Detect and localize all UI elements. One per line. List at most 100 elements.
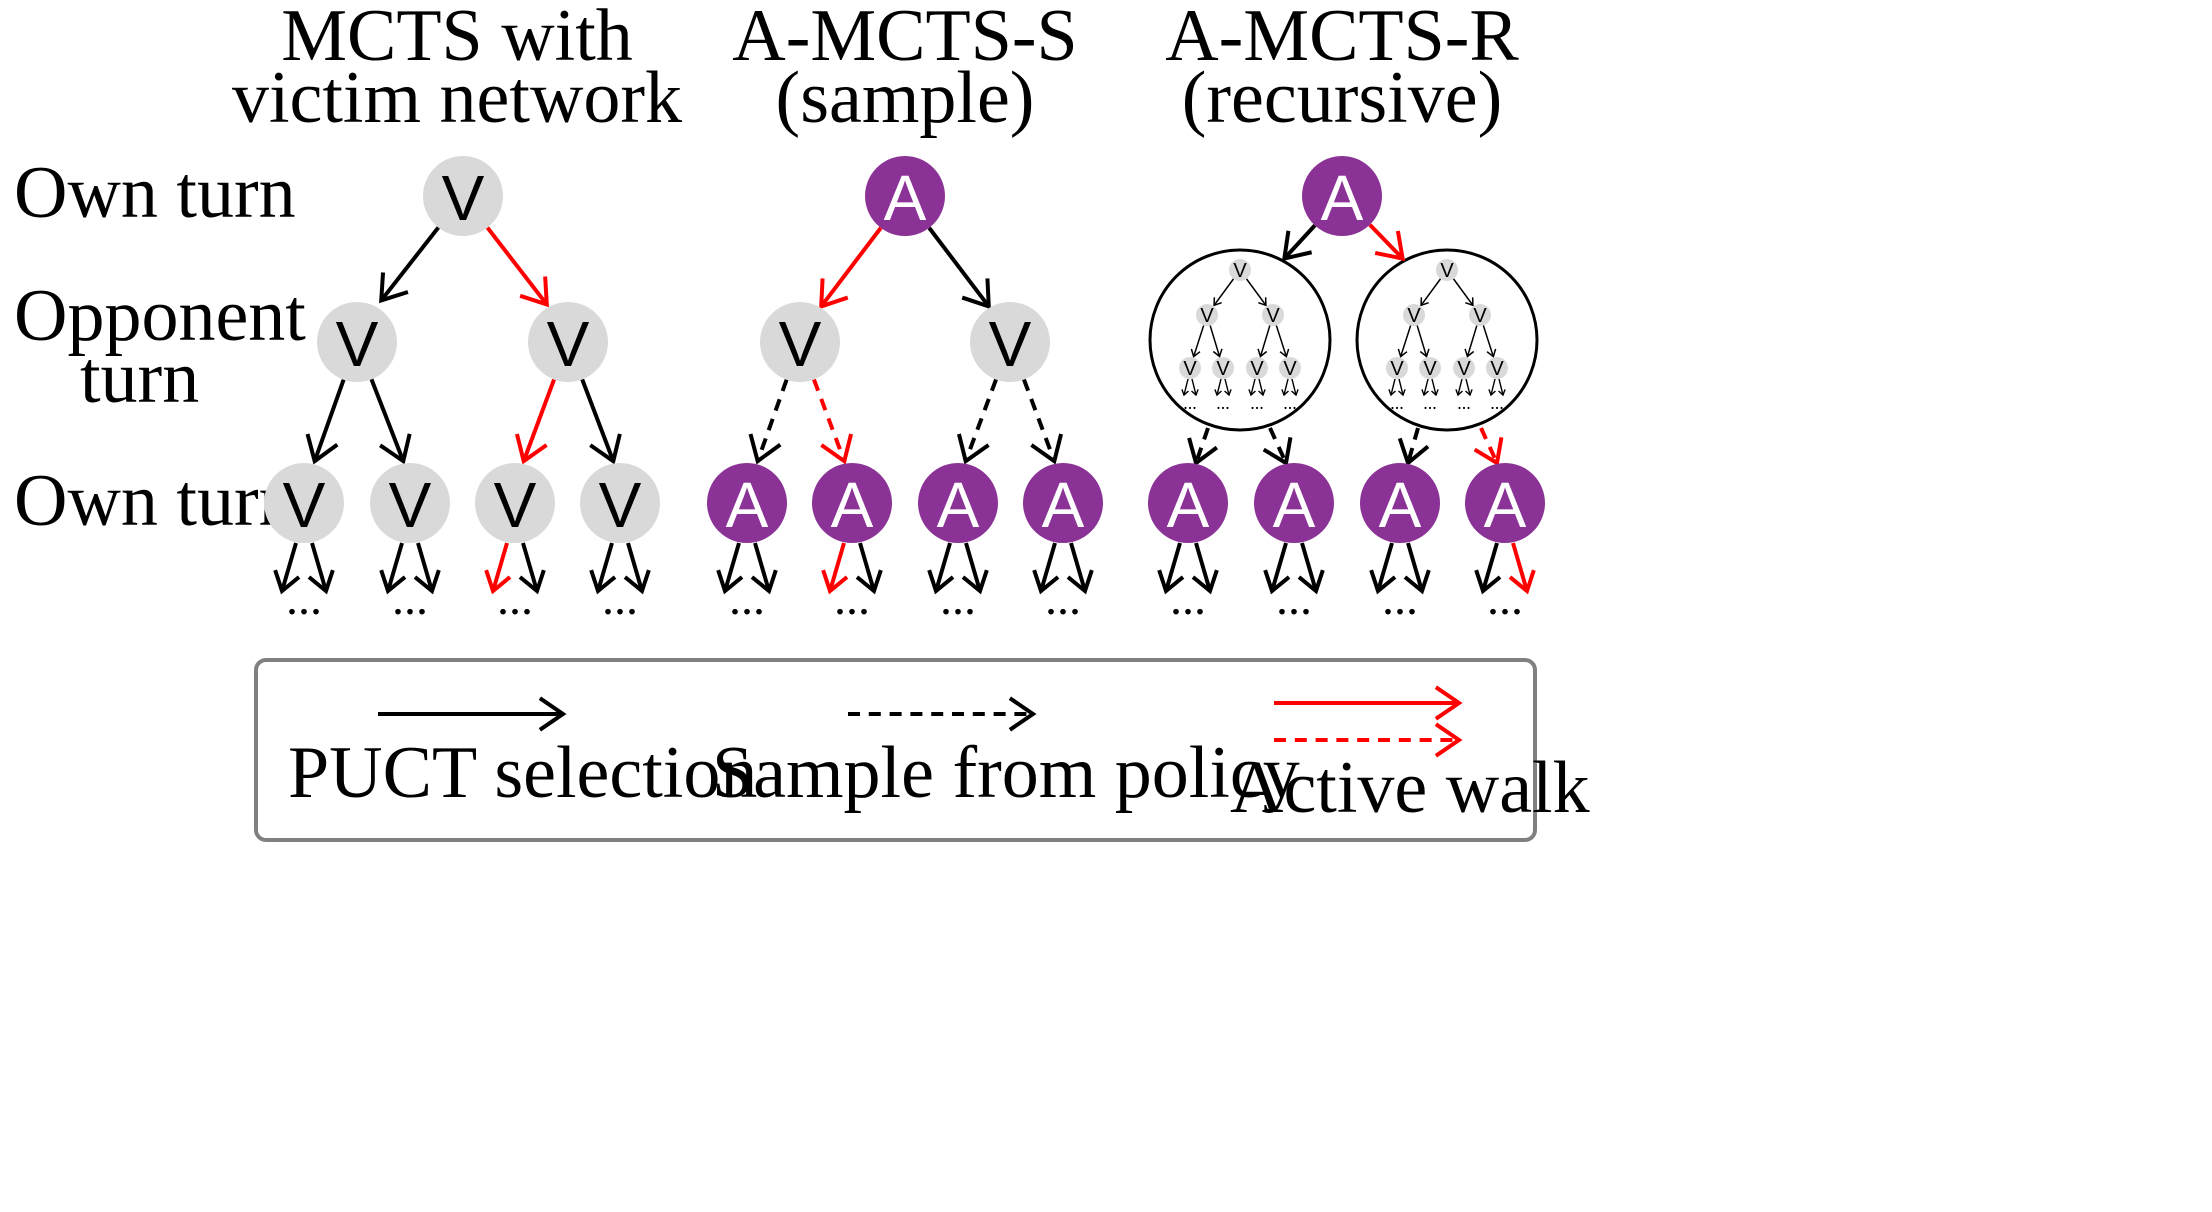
mini-edge xyxy=(1464,325,1478,358)
node-letter: A xyxy=(831,469,874,541)
edge-amcts-r-sub1-leaf2 xyxy=(1262,427,1293,467)
edge-amcts-r-sub2-leaf1 xyxy=(1397,427,1430,467)
row-labels: Own turn Opponent turn Own turn xyxy=(14,152,306,542)
mini-node-root xyxy=(1229,259,1251,281)
mini-ellipsis: ... xyxy=(1390,393,1404,413)
column-title-amcts-s-line1: A-MCTS-S xyxy=(732,0,1077,77)
mini-ellipsis: ... xyxy=(1457,393,1471,413)
mini-node-leaf xyxy=(1386,357,1408,379)
column-title-amcts-s-line2: (sample) xyxy=(776,57,1035,139)
node-letter: A xyxy=(937,469,980,541)
column-title-mcts-line2: victim network xyxy=(232,57,682,139)
node-amcts-r-root: A xyxy=(1302,156,1382,236)
ellipsis-9: ... xyxy=(1170,572,1206,625)
node-letter: A xyxy=(1167,469,1210,541)
mini-edge xyxy=(1213,278,1235,307)
node-amcts-s-leaf-3: A xyxy=(918,463,998,543)
node-amcts-r-leaf-3: A xyxy=(1360,463,1440,543)
edge-leaf-child-right-9 xyxy=(1191,542,1219,595)
mini-node-letter: V xyxy=(1250,358,1264,380)
mini-ellipsis: ... xyxy=(1423,393,1437,413)
edge-amcts-s-opp-left-1 xyxy=(748,379,789,465)
ellipsis-7: ... xyxy=(940,572,976,625)
column-title-mcts-line1: MCTS with xyxy=(281,0,633,77)
mini-node-mid xyxy=(1196,304,1218,326)
mini-edge xyxy=(1245,278,1267,307)
mini-ellipsis: ... xyxy=(1216,393,1230,413)
mini-node-letter: V xyxy=(1440,260,1454,282)
edge-amcts-r-sub1-leaf1 xyxy=(1187,427,1219,467)
node-mcts-leaf-4: V xyxy=(580,463,660,543)
mini-node-leaf xyxy=(1212,357,1234,379)
edge-leaf-child-left-3 xyxy=(484,542,512,595)
row-label-own-turn-bottom: Own turn xyxy=(14,460,296,542)
edge-leaf-child-right-7 xyxy=(961,542,989,595)
mini-edge xyxy=(1275,325,1290,358)
recursive-subtree-circle-1 xyxy=(1148,248,1332,432)
edge-leaf-child-left-5 xyxy=(716,542,744,595)
ellipsis-10: ... xyxy=(1276,572,1312,625)
mini-node-mid xyxy=(1262,304,1284,326)
edge-leaf-child-right-1 xyxy=(307,542,335,595)
node-amcts-s-leaf-1: A xyxy=(707,463,787,543)
edge-leaf-child-right-4 xyxy=(623,542,651,595)
edge-amcts-s-opp-right-1 xyxy=(956,378,998,465)
node-letter: V xyxy=(283,469,326,541)
legend-arrow-active-dashed xyxy=(1274,722,1463,758)
node-mcts-leaf-2: V xyxy=(370,463,450,543)
ellipsis-8: ... xyxy=(1045,572,1081,625)
edge-amcts-s-opp-right-2 xyxy=(1022,378,1064,465)
mini-leaf-arrow xyxy=(1214,378,1222,397)
mini-node-letter: V xyxy=(1200,305,1214,327)
node-amcts-r-leaf-4: A xyxy=(1465,463,1545,543)
ellipsis-5: ... xyxy=(729,572,765,625)
mini-edge xyxy=(1416,325,1430,358)
legend-label-sample: Sample from policy xyxy=(712,732,1300,814)
mini-edge xyxy=(1420,278,1442,307)
mini-node-letter: V xyxy=(1266,305,1280,327)
edge-mcts-opp-left-1 xyxy=(305,379,346,465)
mini-leaf-arrow xyxy=(1431,378,1439,397)
edge-amcts-s-opp-left-2 xyxy=(812,378,854,465)
mini-node-letter: V xyxy=(1423,358,1437,380)
mini-ellipsis: ... xyxy=(1283,393,1297,413)
node-mcts-opp-right: V xyxy=(528,302,608,382)
edge-amcts-s-root-left xyxy=(819,226,883,310)
mini-leaf-arrow xyxy=(1488,378,1496,397)
edge-leaf-child-left-9 xyxy=(1157,542,1185,595)
edge-leaf-child-left-12 xyxy=(1474,542,1502,595)
node-letter: V xyxy=(442,162,485,234)
mini-node-leaf xyxy=(1179,357,1201,379)
edge-amcts-s-root-right xyxy=(927,226,991,310)
row-label-own-turn-top: Own turn xyxy=(14,152,296,234)
mini-node-leaf xyxy=(1279,357,1301,379)
mini-edge xyxy=(1209,325,1223,358)
legend: PUCT selection Sample from policy Active… xyxy=(254,658,1590,842)
ellipsis-4: ... xyxy=(602,572,638,625)
mini-leaf-arrow xyxy=(1388,378,1396,397)
node-amcts-r-leaf-2: A xyxy=(1254,463,1334,543)
node-amcts-r-leaf-1: A xyxy=(1148,463,1228,543)
ellipsis-3: ... xyxy=(497,572,533,625)
node-letter: A xyxy=(1484,469,1527,541)
edge-amcts-r-root-left xyxy=(1281,224,1317,262)
node-letter: A xyxy=(1273,469,1316,541)
mini-leaf-arrow xyxy=(1465,378,1473,397)
mini-node-leaf xyxy=(1419,357,1441,379)
column-title-amcts-r-line2: (recursive) xyxy=(1182,57,1502,139)
column-title-amcts-r-line1: A-MCTS-R xyxy=(1165,0,1519,77)
mini-edge xyxy=(1257,325,1271,358)
legend-arrows xyxy=(378,685,1463,758)
edge-leaf-child-right-11 xyxy=(1403,542,1431,595)
edge-mcts-root-right xyxy=(485,226,549,308)
mini-edge xyxy=(1452,278,1474,307)
ellipsis-6: ... xyxy=(834,572,870,625)
mini-ellipsis: ... xyxy=(1250,393,1264,413)
node-amcts-s-opp-right: V xyxy=(970,302,1050,382)
edge-leaf-child-left-1 xyxy=(273,542,301,595)
node-letter: A xyxy=(726,469,769,541)
